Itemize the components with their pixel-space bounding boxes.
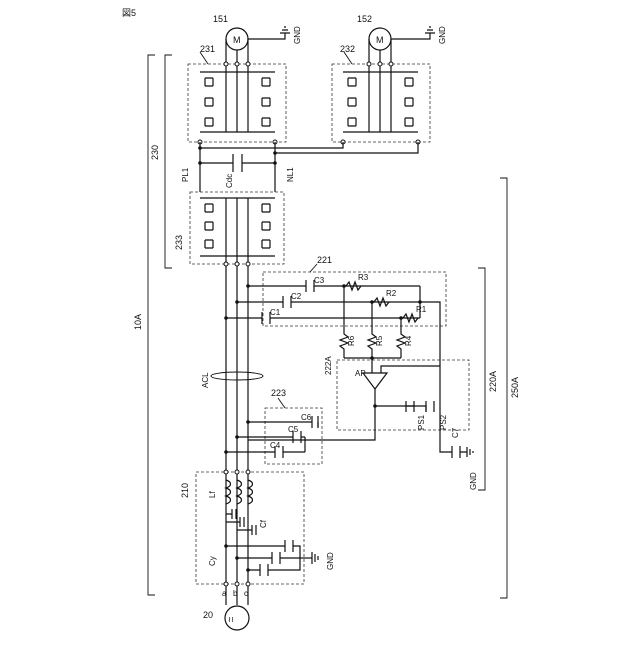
label-10a: 10A bbox=[133, 314, 143, 330]
label-acl: ACL bbox=[201, 372, 210, 388]
motor-151: M 151 GND bbox=[213, 14, 302, 64]
label-r6: R6 bbox=[347, 335, 356, 346]
block-210: 210 Lf Cf GND Cy a b c bbox=[180, 470, 335, 598]
gnd-label-4: GND bbox=[326, 552, 335, 570]
label-233: 233 bbox=[174, 235, 184, 250]
block-223: 223 C4 C5 C6 bbox=[226, 388, 322, 464]
label-phase-b: b bbox=[233, 589, 238, 598]
label-c6: C6 bbox=[301, 413, 312, 422]
label-210: 210 bbox=[180, 483, 190, 498]
dc-bus: Cdc PL1 NL1 bbox=[181, 142, 418, 192]
label-152: 152 bbox=[357, 14, 372, 24]
label-c4: C4 bbox=[270, 441, 281, 450]
label-250a: 250A bbox=[510, 377, 520, 398]
label-r2: R2 bbox=[386, 289, 397, 298]
label-c5: C5 bbox=[288, 425, 299, 434]
label-c3: C3 bbox=[314, 276, 325, 285]
label-221: 221 bbox=[317, 255, 332, 265]
gnd-label-1: GND bbox=[293, 26, 302, 44]
inverter-232: 232 bbox=[332, 44, 430, 144]
label-cdc: Cdc bbox=[225, 174, 234, 188]
label-232: 232 bbox=[340, 44, 355, 54]
ac-source-20: ≀≀ 20 bbox=[203, 600, 249, 630]
bracket-230 bbox=[165, 55, 172, 268]
label-r4: R4 bbox=[404, 335, 413, 346]
label-phase-a: a bbox=[222, 589, 227, 598]
label-222a: 222A bbox=[324, 356, 333, 375]
label-230: 230 bbox=[150, 145, 160, 160]
label-c2: C2 bbox=[291, 292, 302, 301]
label-c7: C7 bbox=[451, 427, 460, 438]
label-r5: R5 bbox=[375, 335, 384, 346]
motor-152: M 152 GND bbox=[357, 14, 447, 64]
source-symbol: ≀≀ bbox=[228, 615, 234, 624]
gnd-label-2: GND bbox=[438, 26, 447, 44]
label-cf: Cf bbox=[259, 519, 268, 528]
converter-233: 233 bbox=[174, 192, 284, 266]
label-r3: R3 bbox=[358, 273, 369, 282]
block-222a: 222A AP PS1 PS2 C7 GND bbox=[248, 356, 478, 490]
label-phase-c: c bbox=[244, 589, 248, 598]
label-r1: R1 bbox=[416, 305, 427, 314]
label-220a: 220A bbox=[488, 371, 498, 392]
motor-symbol: M bbox=[376, 35, 384, 45]
bracket-10a bbox=[148, 55, 155, 595]
label-223: 223 bbox=[271, 388, 286, 398]
bracket-220a bbox=[478, 268, 485, 490]
label-nl1: NL1 bbox=[286, 167, 295, 182]
ac-lines: ACL bbox=[201, 266, 263, 600]
label-cy: Cy bbox=[208, 556, 217, 566]
bracket-250a bbox=[500, 178, 507, 598]
label-lf: Lf bbox=[208, 491, 217, 498]
figure-label: 図5 bbox=[122, 8, 136, 18]
label-20: 20 bbox=[203, 610, 213, 620]
block-221: 221 C1 C2 C3 R1 R2 R3 R6 R5 R4 bbox=[226, 255, 446, 372]
label-151: 151 bbox=[213, 14, 228, 24]
label-c1: C1 bbox=[270, 308, 281, 317]
label-ap: AP bbox=[355, 369, 366, 378]
label-ps1: PS1 bbox=[417, 414, 426, 430]
label-231: 231 bbox=[200, 44, 215, 54]
motor-symbol: M bbox=[233, 35, 241, 45]
gnd-label-3: GND bbox=[469, 472, 478, 490]
label-pl1: PL1 bbox=[181, 167, 190, 182]
